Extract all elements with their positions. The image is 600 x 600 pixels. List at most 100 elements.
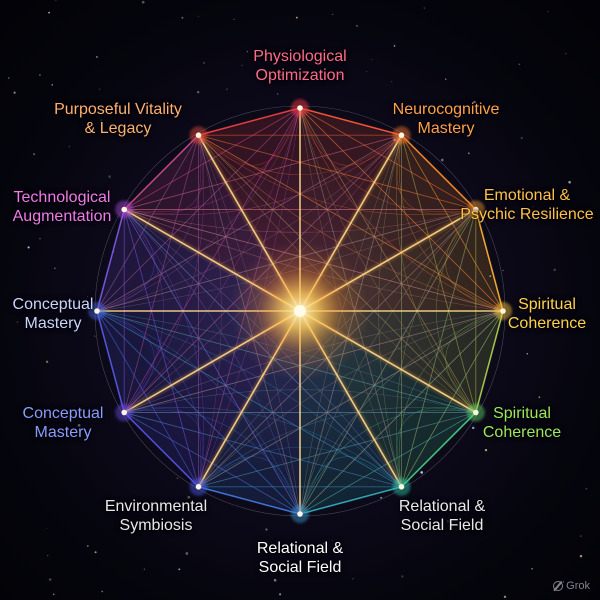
star [93, 335, 96, 338]
star [280, 73, 283, 77]
star [520, 136, 524, 140]
star [547, 10, 549, 13]
star [265, 528, 268, 531]
star [446, 520, 449, 523]
mesh-curve [96, 209, 155, 312]
star [241, 64, 243, 67]
star [423, 7, 425, 9]
star [16, 297, 19, 299]
vertex-node [473, 206, 479, 213]
ring-edge [123, 411, 200, 488]
mesh-chord [198, 134, 476, 210]
mesh-curve [396, 209, 477, 487]
star [518, 63, 521, 66]
label-relational-social-field-right: Relational &Social Field [398, 498, 486, 534]
star [401, 575, 404, 578]
mesh-curve [96, 310, 155, 413]
vertex-node [473, 409, 479, 416]
star [557, 429, 560, 432]
star [323, 542, 325, 545]
star [49, 578, 52, 581]
vertex-node [297, 105, 303, 111]
mesh-curve [124, 407, 204, 487]
star [246, 51, 248, 53]
star [497, 106, 499, 108]
star [51, 84, 53, 86]
star [99, 88, 101, 90]
star [579, 554, 583, 558]
star [87, 197, 89, 198]
star [503, 595, 507, 599]
star [176, 477, 179, 479]
star [100, 119, 102, 121]
mesh-curve [123, 135, 204, 413]
mesh-curve [96, 310, 301, 515]
mesh-curve [124, 135, 204, 215]
star [52, 593, 55, 596]
mesh-curve [299, 456, 402, 515]
mesh-curve [445, 209, 504, 312]
mesh-curve [198, 456, 301, 515]
star [420, 471, 424, 474]
star [13, 91, 16, 94]
star [526, 352, 529, 355]
star [331, 539, 333, 541]
grok-watermark: Grok [553, 580, 590, 592]
mesh-chord [123, 135, 199, 413]
star [393, 45, 396, 47]
star [445, 78, 447, 80]
star [279, 593, 282, 596]
ring-edge [198, 486, 301, 515]
ring-edge [400, 411, 477, 488]
ring-edge [400, 134, 477, 211]
ring-edge [96, 310, 125, 413]
star [37, 212, 40, 214]
vertex-nodes [88, 99, 512, 523]
star [339, 73, 342, 76]
mesh-curve [198, 107, 301, 166]
star [532, 206, 534, 208]
star [467, 152, 470, 155]
star [8, 77, 10, 79]
star [340, 50, 342, 52]
star [48, 11, 50, 14]
star [143, 568, 145, 570]
vertex-node [398, 484, 405, 490]
star [563, 581, 564, 583]
ring-edge [198, 107, 301, 136]
star [87, 296, 88, 297]
star [273, 578, 277, 582]
ring-edge [475, 209, 504, 312]
mesh-curve [445, 310, 504, 413]
vertex-node [195, 484, 202, 490]
star [233, 18, 235, 20]
label-relational-social-field-bottom: Relational &Social Field [256, 540, 344, 576]
ring-edge [123, 134, 200, 211]
star [531, 568, 533, 570]
center-core [294, 305, 306, 317]
mesh-curve [198, 134, 476, 215]
ring-edge [96, 209, 125, 312]
mesh-curve [396, 135, 476, 215]
label-purposeful-vitality-legacy: Purposeful Vitality& Legacy [54, 101, 182, 137]
star [16, 321, 19, 323]
vertex-node [121, 409, 127, 416]
starfield [8, 0, 588, 599]
star [94, 551, 97, 554]
watermark-text: Grok [566, 580, 590, 592]
star [86, 545, 89, 547]
star [538, 396, 541, 399]
star [141, 0, 145, 4]
star [226, 88, 228, 90]
star [81, 98, 83, 100]
mesh-curve [96, 107, 301, 312]
mesh-curve [198, 407, 476, 488]
